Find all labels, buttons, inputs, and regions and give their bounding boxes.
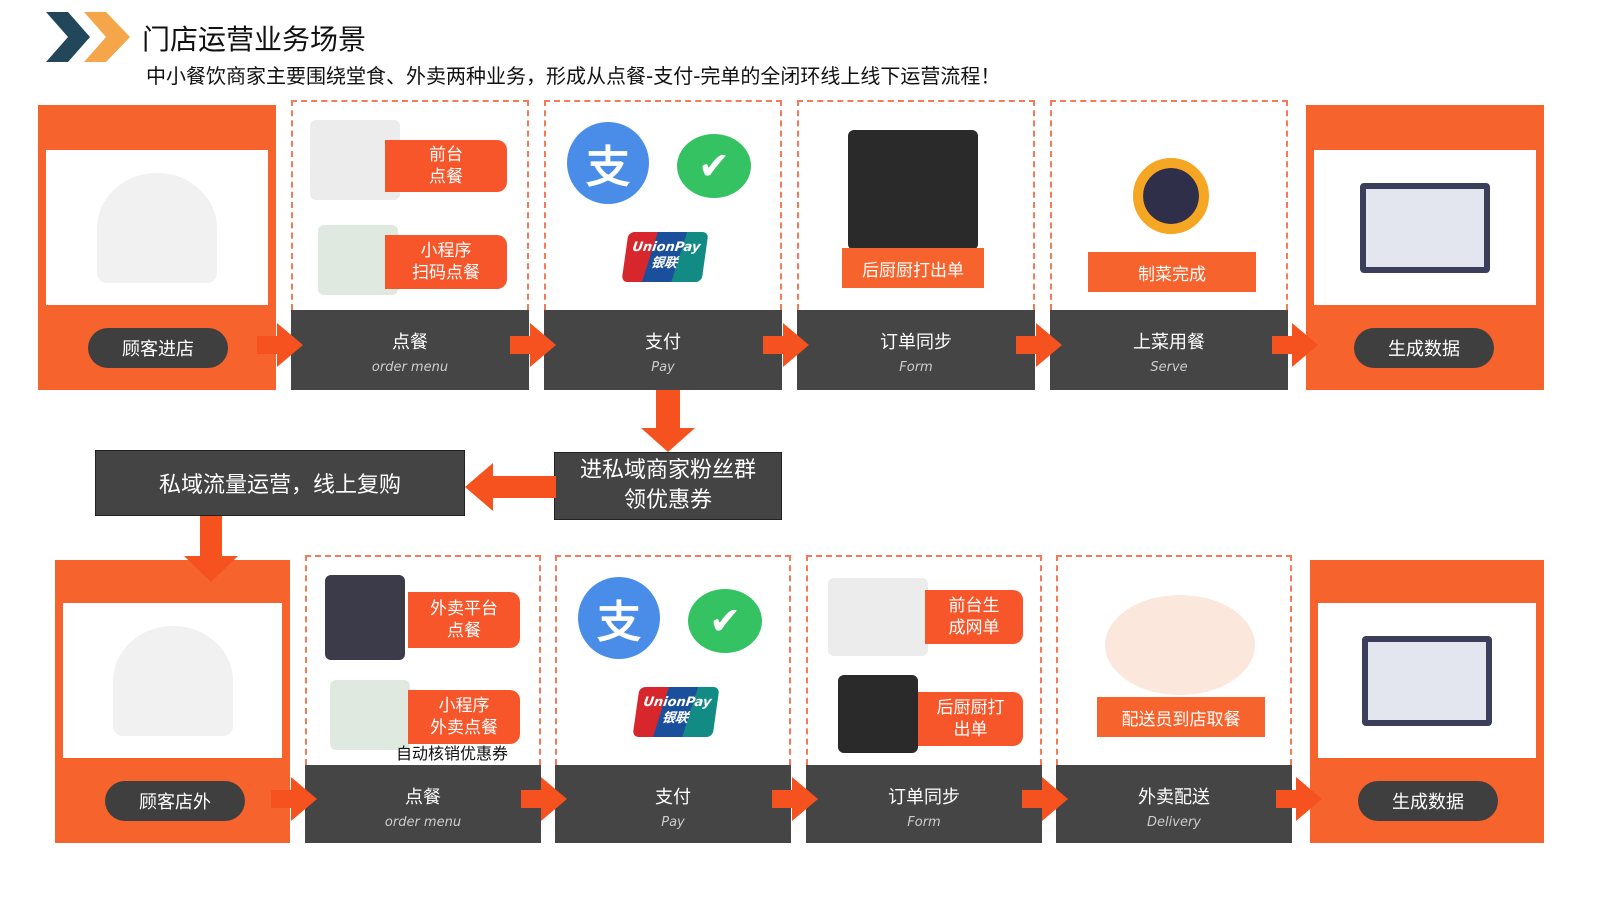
wechat-phone-image-2: [330, 680, 410, 750]
alipay-icon: 支: [578, 577, 660, 659]
top_row-step-0-panel: [291, 100, 529, 310]
chevron-logo-icon: [46, 12, 130, 62]
page-title: 门店运营业务场景: [142, 23, 367, 56]
top_row-step-2-panel: [797, 100, 1035, 310]
wechat-pay-icon: ✔: [677, 134, 751, 198]
wechat-phone-image: [318, 225, 398, 295]
step-subtitle: Delivery: [1147, 815, 1201, 830]
step-title: 订单同步: [880, 332, 952, 353]
step-title: 点餐: [392, 332, 428, 353]
flow-arrow-head-icon: [1296, 777, 1322, 821]
fans-group-box: 进私域商家粉丝群 领优惠券: [554, 452, 782, 520]
arrow-down-stem-2: [200, 516, 222, 560]
dish-plate-icon: [1133, 158, 1209, 234]
flow-arrow-head-icon: [530, 323, 556, 367]
tag-kitchen-print: 后厨厨打出单: [842, 248, 984, 288]
top_row-step-3-bar: 上菜用餐 Serve: [1050, 310, 1288, 390]
bottom_row-step-1-panel: [555, 555, 791, 765]
top_row-step-2-bar: 订单同步 Form: [797, 310, 1035, 390]
tag-rider-pickup: 配送员到店取餐: [1097, 697, 1265, 737]
bottom_row-step-3-bar: 外卖配送 Delivery: [1056, 765, 1292, 843]
unionpay-cn-label: 银联: [661, 711, 690, 726]
flow-arrow-head-icon: [277, 323, 303, 367]
pos-monitor-image: [828, 578, 928, 656]
flow-arrow-right-icon: [1272, 336, 1294, 354]
flow-arrow-head-icon: [1036, 323, 1062, 367]
arrow-down-icon: [641, 428, 695, 452]
bottom_row-dashboard-illustration: [1318, 603, 1536, 758]
top_row-end-pill: 生成数据: [1354, 328, 1494, 368]
bottom_row-step-0-bar: 点餐 order menu: [305, 765, 541, 843]
step-title: 外卖配送: [1138, 787, 1210, 808]
bottom_row-step-0-panel: [305, 555, 541, 765]
step-subtitle: order menu: [384, 815, 462, 830]
step-title: 支付: [655, 787, 691, 808]
top_row-dashboard-illustration: [1314, 150, 1536, 305]
flow-arrow-right-icon: [1016, 336, 1038, 354]
flow-arrow-right-icon: [510, 336, 532, 354]
kitchen-printer-image: [838, 675, 918, 753]
flow-arrow-head-icon: [783, 323, 809, 367]
step-subtitle: Form: [907, 815, 941, 830]
tag-front-desk-order: 前台 点餐: [385, 140, 507, 192]
step-subtitle: Serve: [1150, 360, 1188, 375]
flow-arrow-head-icon: [792, 777, 818, 821]
bottom_row-step-2-panel: [806, 555, 1042, 765]
flow-arrow-head-icon: [1292, 323, 1318, 367]
private-traffic-box: 私域流量运营，线上复购: [95, 450, 465, 516]
flow-arrow-head-icon: [541, 777, 567, 821]
receipt-printer-image: [848, 130, 978, 250]
step-title: 订单同步: [888, 787, 960, 808]
hand-phone-image: [325, 575, 405, 660]
top_row-step-1-panel: [544, 100, 782, 310]
step-subtitle: Pay: [651, 360, 675, 375]
flow-arrow-right-icon: [1276, 790, 1298, 808]
step-title: 支付: [645, 332, 681, 353]
top_row-step-0-bar: 点餐 order menu: [291, 310, 529, 390]
tag-dish-done: 制菜完成: [1088, 252, 1256, 292]
top_row-start-pill: 顾客进店: [88, 328, 228, 368]
tag-miniprogram-takeout: 小程序 外卖点餐: [408, 690, 520, 744]
bottom_row-step-2-bar: 订单同步 Form: [806, 765, 1042, 843]
bottom_row-end-pill: 生成数据: [1358, 781, 1498, 821]
arrow-left-icon: [465, 463, 493, 511]
flow-arrow-right-icon: [257, 336, 279, 354]
page-subtitle: 中小餐饮商家主要围绕堂食、外卖两种业务，形成从点餐-支付-完单的全闭环线上线下运…: [146, 64, 1001, 88]
tag-takeout-platform: 外卖平台 点餐: [408, 592, 520, 648]
unionpay-cn-label: 银联: [650, 256, 679, 271]
bottom_row-start-illustration: [63, 603, 282, 758]
arrow-down-icon-2: [184, 556, 238, 582]
tag-kitchen-print-2: 后厨厨打 出单: [918, 692, 1023, 746]
unionpay-label: UnionPay: [631, 240, 702, 255]
flow-arrow-right-icon: [521, 790, 543, 808]
top_row-step-1-bar: 支付 Pay: [544, 310, 782, 390]
top_row-step-3-panel: [1050, 100, 1288, 310]
step-subtitle: Form: [899, 360, 933, 375]
flow-arrow-right-icon: [1022, 790, 1044, 808]
flow-arrow-head-icon: [1042, 777, 1068, 821]
arrow-down-stem: [656, 390, 680, 430]
delivery-rider-illustration: [1105, 595, 1255, 695]
tag-front-web-order: 前台生 成网单: [925, 590, 1023, 644]
wechat-pay-icon: ✔: [688, 589, 762, 653]
flow-arrow-right-icon: [271, 790, 293, 808]
alipay-icon: 支: [567, 122, 649, 204]
step-subtitle: order menu: [371, 360, 449, 375]
flow-arrow-right-icon: [772, 790, 794, 808]
flow-arrow-right-icon: [763, 336, 785, 354]
step-title: 点餐: [405, 787, 441, 808]
step-subtitle: Pay: [661, 815, 685, 830]
coupon-auto-redeem-note: 自动核销优惠券: [396, 744, 509, 763]
unionpay-label: UnionPay: [642, 695, 713, 710]
tag-miniprogram-scan: 小程序 扫码点餐: [385, 235, 507, 289]
arrow-left-stem: [490, 476, 556, 498]
step-title: 上菜用餐: [1133, 332, 1205, 353]
flow-arrow-head-icon: [291, 777, 317, 821]
bottom_row-start-pill: 顾客店外: [105, 781, 245, 821]
bottom_row-step-1-bar: 支付 Pay: [555, 765, 791, 843]
top_row-start-illustration: [46, 150, 268, 305]
bottom_row-step-3-panel: [1056, 555, 1292, 765]
